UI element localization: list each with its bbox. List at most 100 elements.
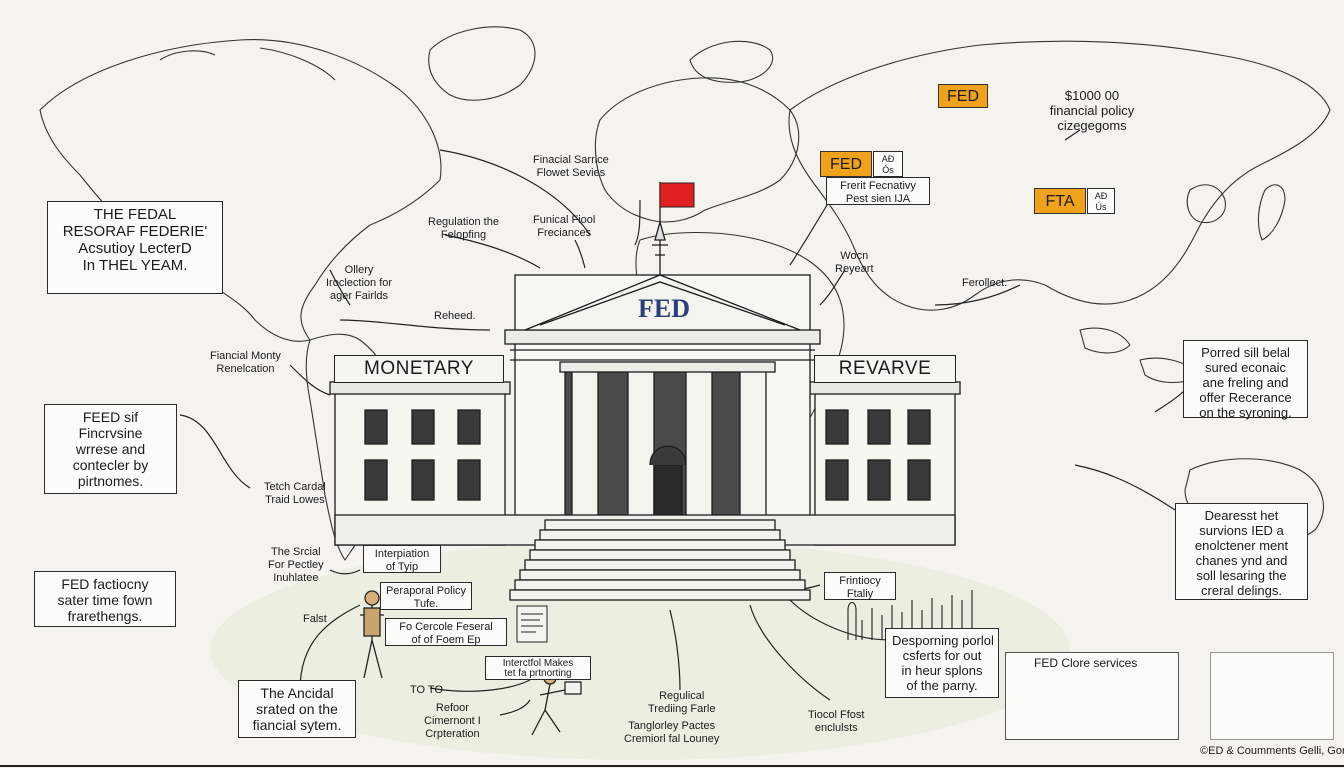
info-text: Fincrvsine xyxy=(78,425,143,441)
label-ferollect: Ferollect. xyxy=(962,277,1008,289)
info-text: on the syroning. xyxy=(1199,405,1292,420)
mini-chart-frame xyxy=(1005,652,1179,740)
label-text: Regulical xyxy=(659,690,705,702)
info-text: sured econaic xyxy=(1205,360,1286,375)
label-text: Ftaliy xyxy=(846,588,874,600)
info-text: csferts for out xyxy=(902,648,982,663)
label-text: Fo Cercole Feseral xyxy=(399,621,493,633)
label-text: Pest sien IJA xyxy=(845,193,911,205)
label-text: Iroclection for xyxy=(326,277,393,289)
note-text: $1000 00 xyxy=(1064,88,1120,103)
label-text: ager Fairlds xyxy=(329,290,389,302)
label-funical: Funical Fiool Freciances xyxy=(533,214,595,240)
info-text: pirtnomes. xyxy=(77,473,144,489)
info-text: The Ancidal xyxy=(260,685,334,701)
label-to-to: TO TO xyxy=(410,684,444,696)
footer-credit: ©ED & Coumments Gelli, Gorlik xyxy=(1200,745,1344,757)
fed-tag-center-side: AƉ Ós xyxy=(873,151,903,177)
info-box-right-lower: Dearesst het survions IED a enolctener m… xyxy=(1175,503,1308,600)
label-text: Inuhlatee xyxy=(273,572,319,584)
info-text: contecler by xyxy=(72,457,149,473)
info-text: Porred sill belal xyxy=(1201,345,1290,360)
label-text: Frintiocy xyxy=(839,575,881,587)
fed-tag-center: FED xyxy=(820,151,872,177)
document-icon xyxy=(516,605,548,643)
europe-outline xyxy=(594,77,800,223)
label-text: Tetch Cardal xyxy=(264,481,326,493)
top-right-note: $1000 00 financial policy cizegegoms xyxy=(1032,88,1152,133)
info-text: chanes ynd and xyxy=(1195,553,1288,568)
label-text: Interpiation xyxy=(374,548,430,560)
mini-chart-title: FED Clore services xyxy=(1034,656,1138,670)
info-box-bottom-center-right: Desporning porlol csferts for out in heu… xyxy=(885,628,999,698)
tag-side-text: AƉ xyxy=(881,154,895,164)
tag-side-text: AƉ xyxy=(1094,191,1108,201)
info-text: Acsutioy LecterD xyxy=(78,240,192,257)
right-wing-sign: REVARVE xyxy=(814,355,956,383)
label-peraponal-box: Peraporal Policy Tufe. xyxy=(380,582,472,610)
label-wocn: Wocn Reyeart xyxy=(835,250,874,276)
info-text: offer Recerance xyxy=(1199,390,1292,405)
info-text: frarethengs. xyxy=(67,608,143,624)
label-text: Tufe. xyxy=(413,598,439,610)
label-financial-service: Finacial Sarrice Flowet Sevies xyxy=(533,154,609,180)
label-interctfol-box: Interctfol Makes tet fa prtnorting xyxy=(485,656,591,680)
asia-outline xyxy=(788,40,1331,311)
label-reheed: Reheed. xyxy=(434,310,476,322)
label-falst: Falst xyxy=(303,613,327,625)
label-text: Cremiorl fal Louney xyxy=(624,733,720,745)
label-tiocol: Tiocol Ffost enclulsts xyxy=(808,709,864,735)
info-box-bottom-left: The Ancidal srated on the fiancial sytem… xyxy=(238,680,356,738)
label-text: Frerit Fecnativy xyxy=(840,180,916,192)
left-wing-sign: MONETARY xyxy=(334,355,504,383)
label-text: Interctfol Makes xyxy=(502,658,574,669)
label-text: Refoor xyxy=(435,702,469,714)
info-text: ane freling and xyxy=(1202,375,1289,390)
label-text: Reyeart xyxy=(835,263,874,275)
info-text: wrrese and xyxy=(75,441,146,457)
tag-side-text: Ós xyxy=(882,165,894,175)
label-text: Funical Fiool xyxy=(533,214,596,226)
label-text: Flowet Sevies xyxy=(536,167,606,179)
info-text: creral delings. xyxy=(1201,583,1282,598)
label-text: For Pectley xyxy=(268,559,324,571)
info-box-top-left: THE FEDAL RESORAF FEDERIE' Acsutioy Lect… xyxy=(47,201,223,294)
fta-tag-side: AƉ Ús xyxy=(1087,188,1115,214)
flag xyxy=(659,182,695,208)
label-interpretion-box: Interpiation of Tyip xyxy=(363,545,441,573)
label-tanglorley: Tanglorley Pactes Cremiorl fal Louney xyxy=(624,720,719,746)
label-ollery: Ollery Iroclection for ager Fairlds xyxy=(326,264,392,303)
info-text: soll lesaring the xyxy=(1196,568,1287,583)
label-text: of Tyip xyxy=(385,561,419,573)
info-text: THE FEDAL xyxy=(93,206,177,223)
label-text: Cimernont I xyxy=(424,715,481,727)
info-text: enolctener ment xyxy=(1194,538,1289,553)
label-text: Tiocol Ffost xyxy=(808,709,865,721)
info-text: FEED sif xyxy=(82,409,139,425)
info-box-mid-left: FEED sif Fincrvsine wrrese and contecler… xyxy=(44,404,177,494)
label-text: Trediing Farle xyxy=(648,703,716,715)
label-text: Peraporal Policy xyxy=(385,585,467,597)
note-text: cizegegoms xyxy=(1057,118,1127,133)
label-text: Felopfing xyxy=(440,229,487,241)
label-refoor: Refoor Cimernont I Crpteration xyxy=(424,702,481,741)
people-figures xyxy=(360,590,582,736)
info-text: FED factiocny xyxy=(61,576,149,592)
building-title: FED xyxy=(638,294,690,323)
label-frerit-box: Frerit Fecnativy Pest sien IJA xyxy=(826,177,930,205)
info-text: in heur splons xyxy=(901,663,983,678)
note-text: financial policy xyxy=(1049,103,1135,118)
info-box-right-upper: Porred sill belal sured econaic ane frel… xyxy=(1183,340,1308,420)
label-text: Tanglorley Pactes xyxy=(628,720,716,732)
label-the-srcial: The Srcial For Pectley Inuhlatee xyxy=(268,546,324,585)
tag-side-text: Ús xyxy=(1095,202,1107,212)
label-text: Fiancial Monty xyxy=(210,350,281,362)
fed-tag-top-right: FED xyxy=(938,84,988,108)
label-text: tet fa prtnorting xyxy=(504,668,572,679)
info-text: RESORAF FEDERIE' xyxy=(62,223,208,240)
label-financial-monty: Fiancial Monty Renelcation xyxy=(210,350,281,376)
label-text: Crpteration xyxy=(425,728,480,740)
info-text: survions IED a xyxy=(1199,523,1284,538)
label-text: Ollery xyxy=(344,264,374,276)
info-text: sater time fown xyxy=(57,592,153,608)
